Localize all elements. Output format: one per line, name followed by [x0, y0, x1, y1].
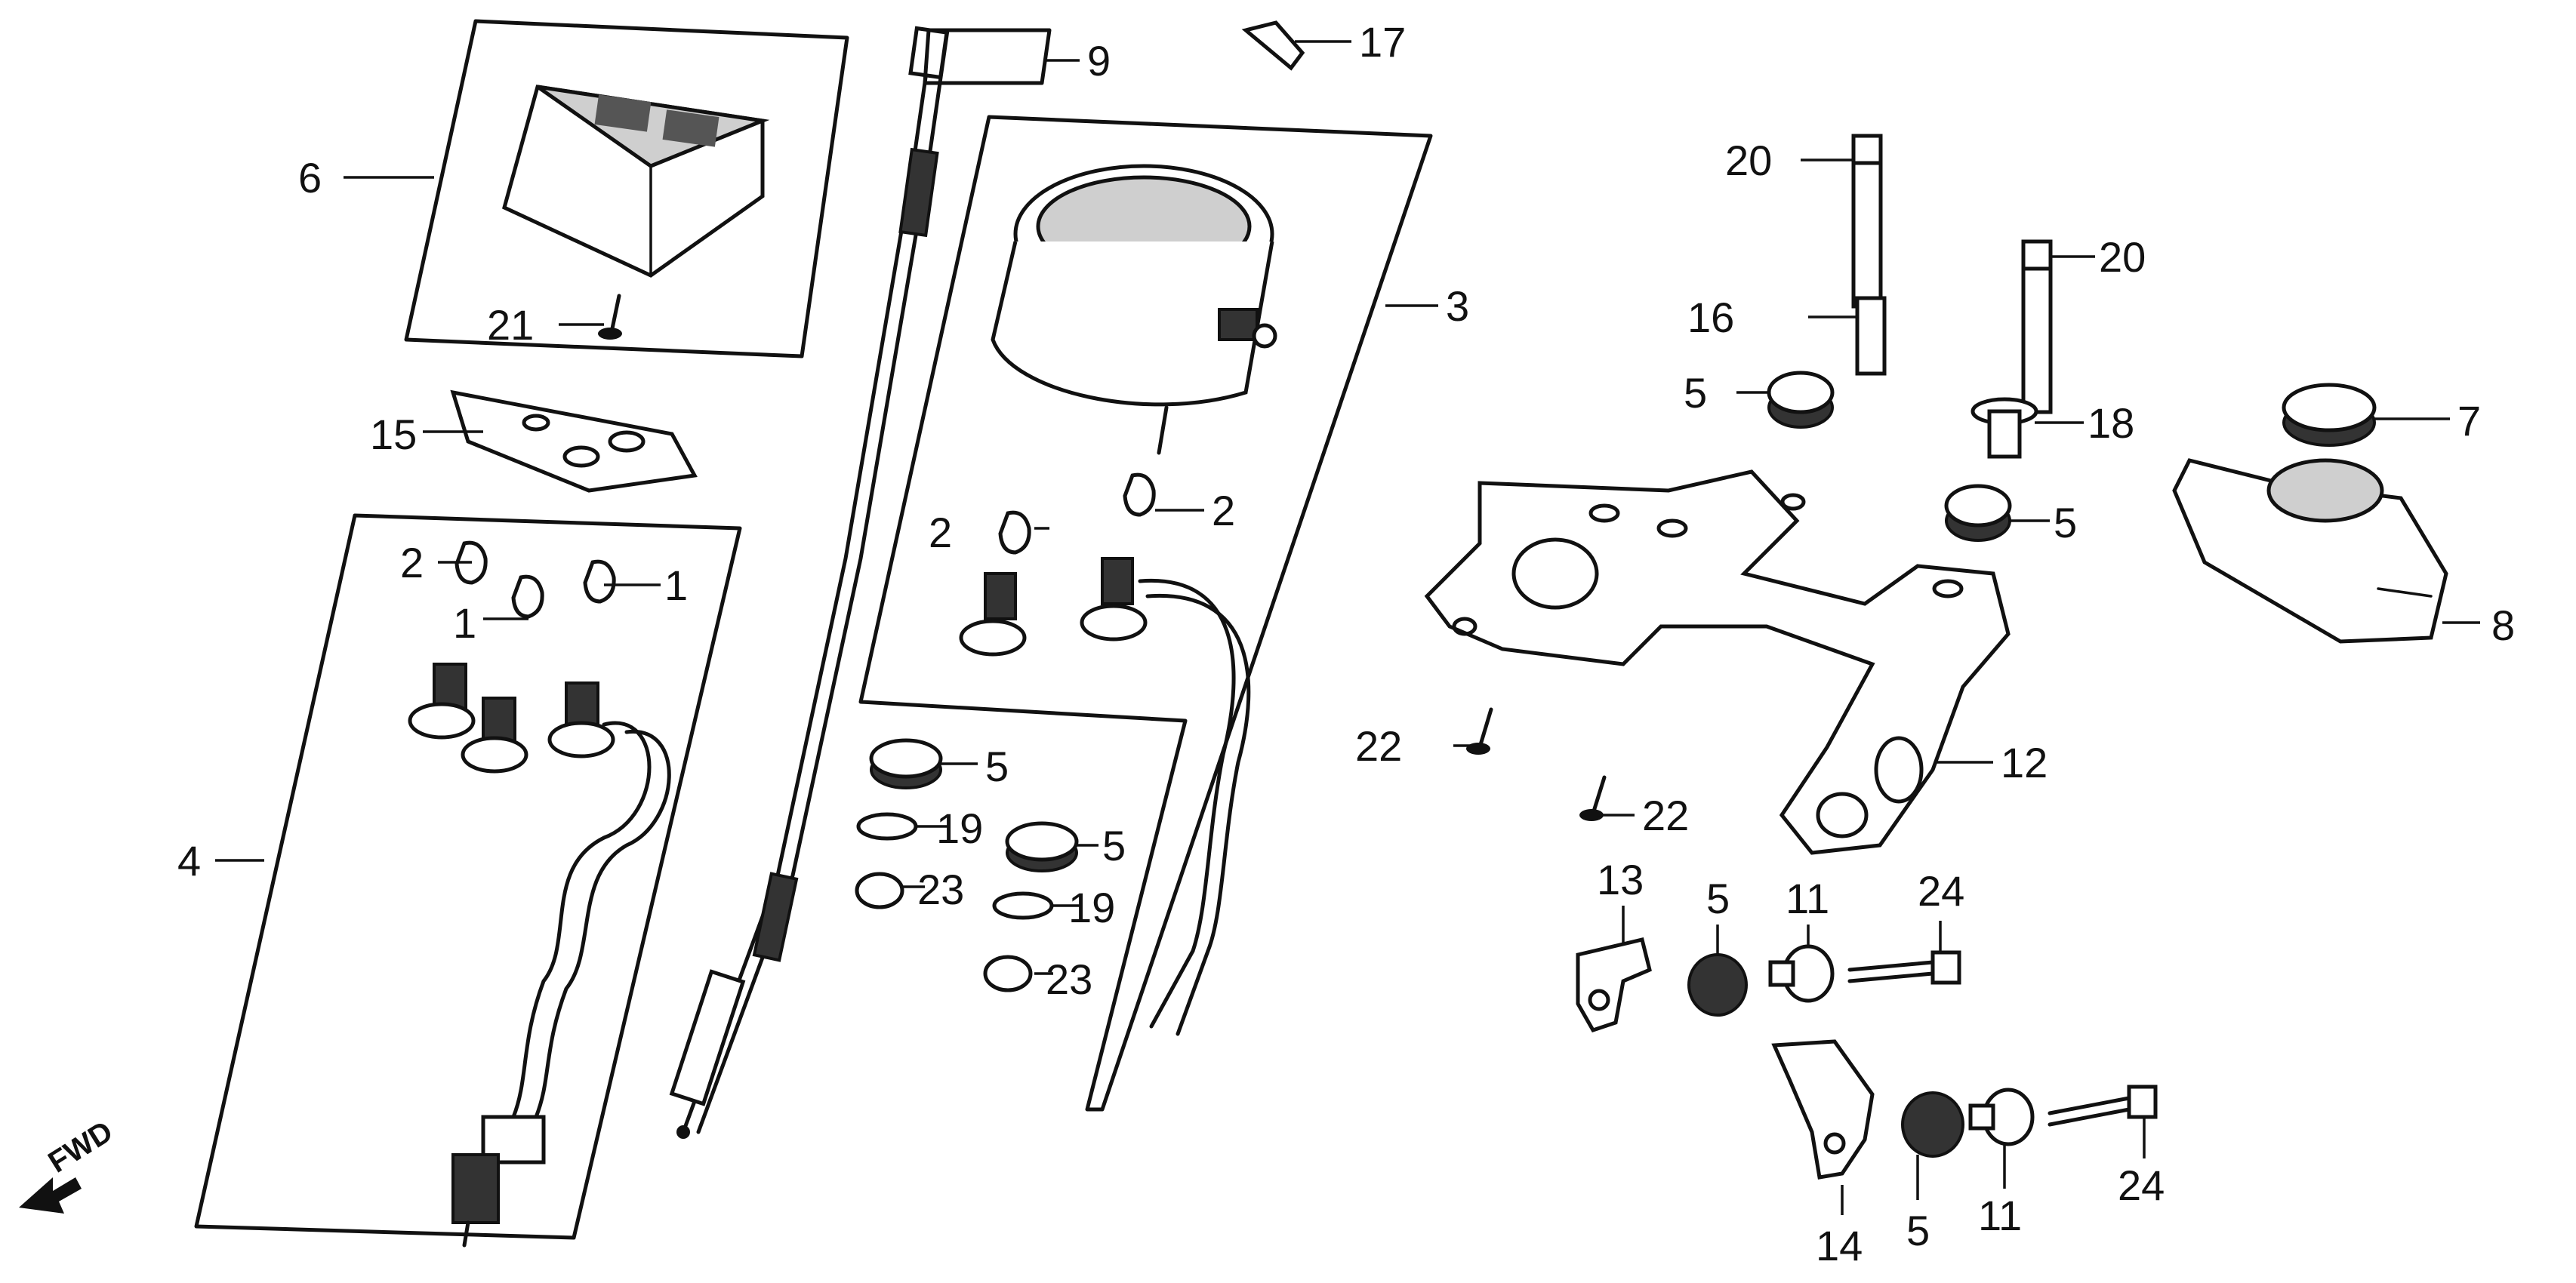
label-16: 16	[1687, 294, 1734, 341]
part-22-screw-b	[1579, 775, 1607, 821]
label-24a: 24	[1918, 867, 1964, 915]
part-1-bulb-b	[583, 559, 616, 604]
part-5-grommet-upper-left	[1767, 371, 1835, 429]
part-5-grommet-center-b	[1005, 821, 1079, 872]
label-22a: 22	[1355, 722, 1402, 770]
label-23a: 23	[917, 866, 964, 913]
leader-lines	[215, 40, 2480, 1215]
part-12-bracket	[1424, 469, 2011, 855]
part-19-washer-a	[856, 812, 918, 841]
part-3-harness	[959, 557, 1251, 1036]
part-22-screw-a	[1466, 707, 1493, 755]
part-24-bolt-b	[2048, 1085, 2158, 1127]
label-9: 9	[1087, 37, 1111, 85]
part-23-nut-b	[983, 955, 1033, 992]
part-24-bolt-a	[1847, 950, 1961, 985]
label-5f: 5	[1906, 1207, 1930, 1254]
part-3-speedometer	[991, 164, 1277, 455]
part-13-stay	[1576, 937, 1652, 1033]
label-22b: 22	[1642, 792, 1689, 839]
fwd-arrow-icon: FWD	[19, 1115, 119, 1214]
label-19b: 19	[1068, 884, 1115, 931]
frame-4	[194, 513, 742, 1240]
frame-6	[404, 19, 849, 358]
label-13: 13	[1597, 856, 1644, 903]
part-11-collar-a	[1768, 944, 1835, 1003]
frame-3	[858, 115, 1433, 1112]
label-3: 3	[1446, 282, 1469, 330]
label-5d: 5	[2054, 499, 2077, 546]
label-18: 18	[2088, 399, 2134, 447]
label-6: 6	[298, 154, 322, 202]
label-5a: 5	[985, 743, 1009, 790]
label-11a: 11	[1786, 875, 1829, 922]
label-17: 17	[1359, 18, 1406, 66]
label-20a: 20	[1725, 137, 1772, 184]
label-5c: 5	[1684, 369, 1707, 417]
part-18-bushing	[1971, 397, 2038, 459]
part-9-tag	[923, 28, 1052, 85]
part-8-cover	[2172, 458, 2448, 644]
label-1a: 1	[453, 599, 476, 647]
part-2-bulb-mid-right	[1123, 472, 1156, 517]
part-1-bulb-a	[511, 574, 544, 619]
part-5-grommet-center-a	[869, 738, 943, 789]
part-16-collar	[1855, 296, 1887, 376]
part-20-bolt-b	[2021, 239, 2053, 414]
label-2a: 2	[400, 539, 424, 586]
label-23b: 23	[1046, 955, 1092, 1003]
part-5-grommet-upper-right	[1944, 484, 2012, 542]
label-2b: 2	[929, 509, 952, 556]
label-5e: 5	[1706, 875, 1730, 922]
part-6-meter-housing	[502, 85, 770, 278]
label-1b: 1	[664, 562, 688, 609]
fwd-label: FWD	[42, 1115, 119, 1180]
label-12: 12	[2001, 739, 2048, 786]
label-20b: 20	[2099, 233, 2146, 281]
part-19-washer-b	[992, 891, 1054, 920]
label-15: 15	[370, 411, 417, 458]
label-2c: 2	[1212, 487, 1235, 534]
label-19a: 19	[936, 805, 983, 852]
part-14-stay	[1771, 1039, 1875, 1180]
label-4: 4	[177, 837, 201, 885]
part-7-ring	[2282, 383, 2377, 447]
label-11b: 11	[1978, 1192, 2022, 1239]
part-17-clip	[1241, 20, 1305, 71]
part-23-nut-a	[855, 872, 904, 909]
part-11-collar-b	[1968, 1088, 2035, 1146]
part-20-bolt-a	[1851, 134, 1883, 309]
label-8: 8	[2491, 602, 2515, 649]
part-9-cable	[669, 26, 950, 1139]
label-14: 14	[1816, 1222, 1863, 1269]
label-21: 21	[487, 301, 534, 349]
part-21-screw	[598, 294, 622, 340]
label-24b: 24	[2118, 1161, 2165, 1209]
part-2-bulb-mid-left	[998, 510, 1031, 555]
label-5b: 5	[1102, 822, 1126, 869]
part-4-harness	[408, 663, 671, 1248]
label-7: 7	[2457, 397, 2481, 445]
part-5-grommet-lower-a	[1687, 953, 1748, 1017]
part-5-grommet-lower-b	[1901, 1091, 1964, 1158]
part-number-labels: 6 21 15 2 1 1 4 9 17 3 2 2 5 19 23 5 19 …	[177, 18, 2515, 1269]
part-15-plate	[450, 389, 698, 493]
